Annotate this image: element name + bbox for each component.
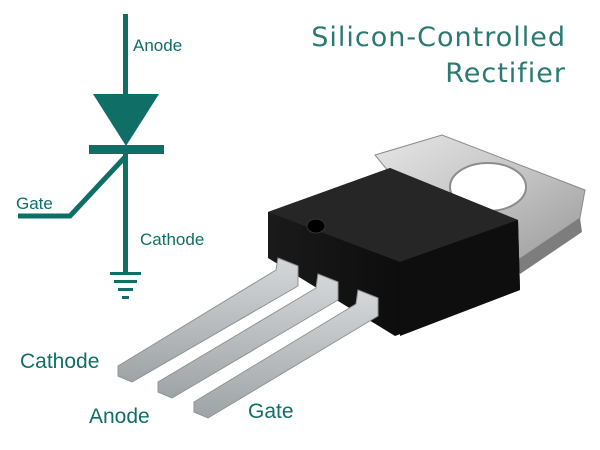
lead-gate	[193, 289, 379, 419]
symbol-anode-label: Anode	[133, 36, 183, 55]
symbol-gate-label: Gate	[16, 194, 53, 213]
package-anode-label: Anode	[89, 405, 150, 428]
package-cathode-label: Cathode	[20, 350, 100, 373]
title-line-1: Silicon-Controlled	[311, 22, 566, 53]
lead-cathode	[117, 257, 299, 383]
cathode-wire	[123, 154, 128, 272]
metal-tab	[374, 134, 586, 274]
lead-anode	[157, 273, 339, 399]
title-line-2: Rectifier	[445, 58, 566, 89]
gate-wire	[18, 154, 128, 219]
symbol-cathode-label: Cathode	[140, 230, 205, 249]
body-dimple	[306, 218, 326, 234]
cathode-bar	[89, 145, 164, 154]
anode-wire	[123, 14, 128, 94]
diode-triangle	[93, 94, 159, 146]
package-body	[268, 168, 520, 336]
package-gate-label: Gate	[248, 400, 294, 423]
ground-icon	[110, 272, 141, 299]
